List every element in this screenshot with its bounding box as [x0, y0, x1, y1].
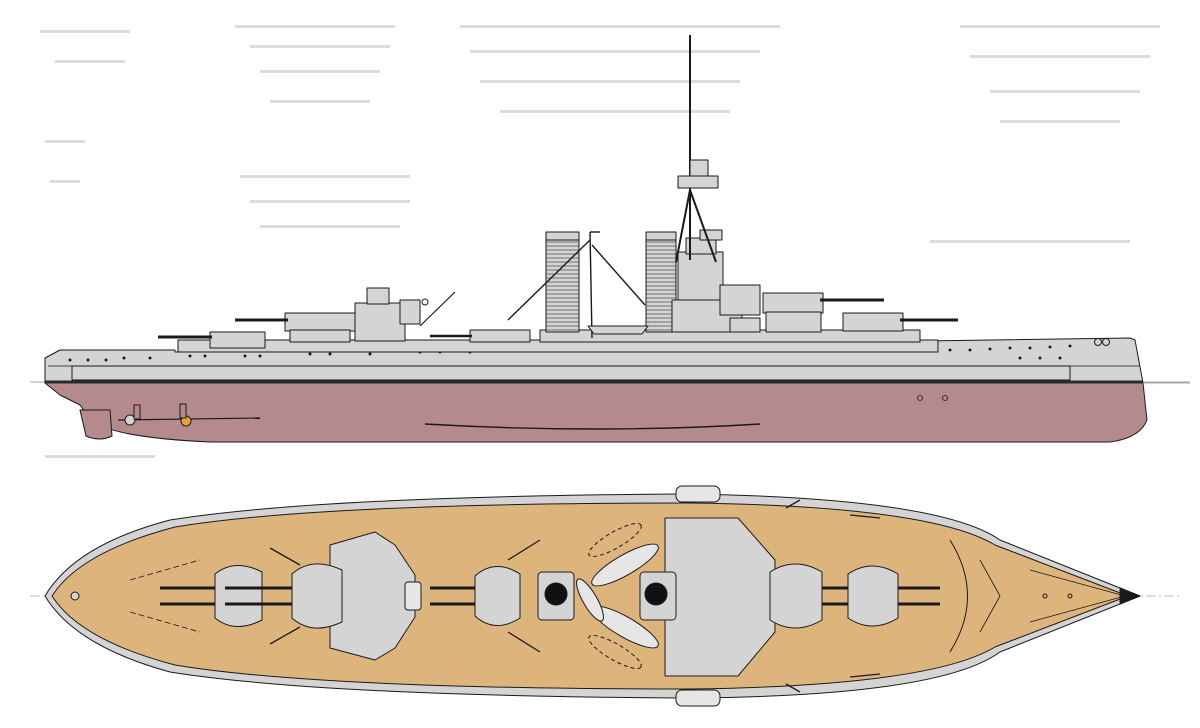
- turret-x-plan: [225, 563, 343, 629]
- armour-belt: [71, 365, 1071, 381]
- propeller: [124, 414, 136, 426]
- turret-q-plan: [430, 566, 521, 626]
- aft-superstructure-plan: [329, 531, 416, 661]
- bridge-wing-port: [675, 485, 721, 503]
- portholes: [68, 344, 1072, 362]
- hawse-pipe: [1094, 338, 1102, 346]
- bilge-keel: [424, 423, 761, 430]
- turret-x-profile: [235, 312, 356, 343]
- foremast-tripod: [675, 35, 717, 263]
- funnel-aft: [545, 231, 580, 333]
- funnel-forward: [645, 231, 677, 333]
- hawse-pipe: [1102, 338, 1110, 346]
- turret-b-plan: [769, 563, 862, 629]
- side-profile-view: [30, 35, 1190, 443]
- turret-b-profile: [762, 292, 884, 333]
- turret-a-plan: [847, 565, 940, 627]
- ships-boats-plan: [404, 522, 659, 670]
- underwater-hull: [44, 382, 1148, 443]
- plan-view: [30, 485, 1180, 707]
- boat-derrick: [507, 231, 646, 339]
- central-superstructure: [664, 517, 776, 677]
- rudder: [79, 409, 113, 440]
- turret-a-profile: [842, 312, 958, 332]
- turret-q-profile: [430, 329, 531, 343]
- spotting-top: [677, 159, 719, 189]
- turret-y-profile: [158, 331, 266, 349]
- bridge-structure: [671, 229, 761, 333]
- turret-y-plan: [160, 565, 263, 627]
- funnel-forward-plan: [639, 571, 677, 621]
- bow-tip: [1119, 587, 1141, 605]
- faded-background-text: [40, 25, 1160, 458]
- ships-boats: [587, 325, 649, 335]
- funnel-aft-plan: [537, 571, 575, 621]
- torpedo-net-booms: [269, 499, 881, 693]
- propeller-shafts: [117, 403, 261, 427]
- bridge-wing-starboard: [675, 689, 721, 707]
- aft-superstructure: [354, 287, 456, 342]
